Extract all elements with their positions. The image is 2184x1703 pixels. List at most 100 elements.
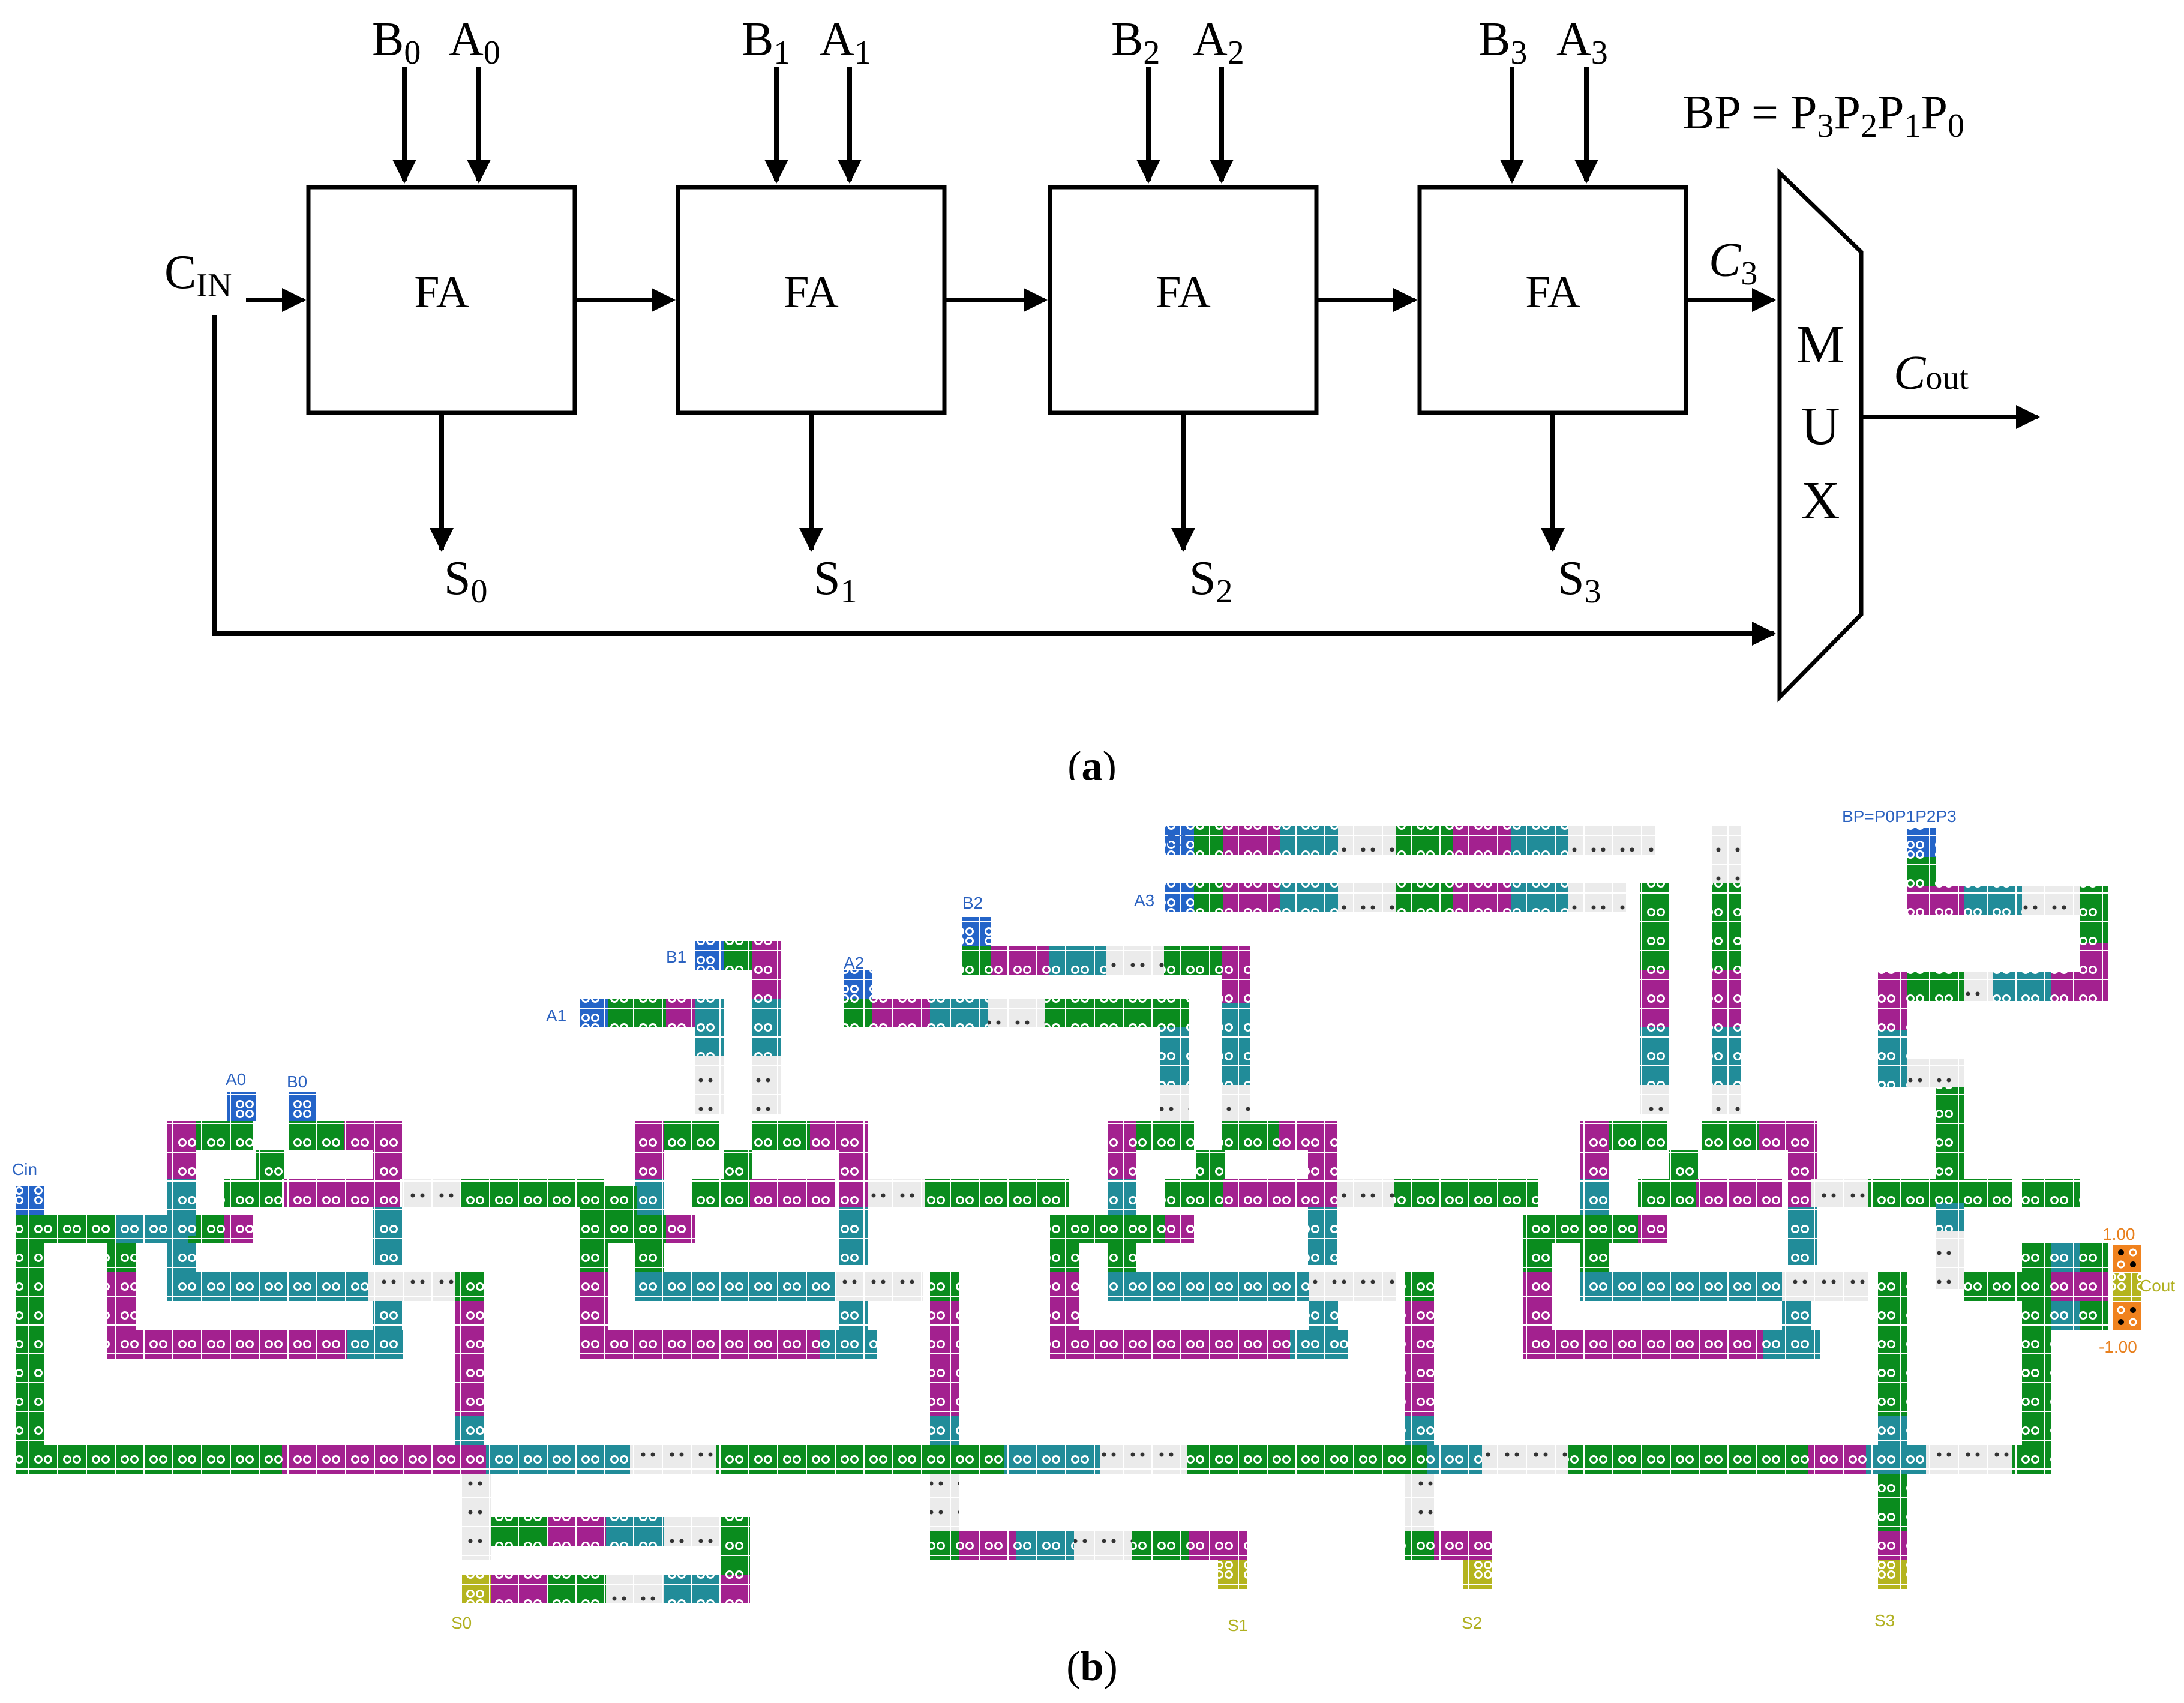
- qca-wire-segment: [1164, 946, 1222, 975]
- qca-wire-segment: [227, 1092, 256, 1121]
- qca-wire-segment: [1108, 1272, 1309, 1301]
- qca-wire-segment: [1811, 1272, 1868, 1301]
- qca-wire-segment: [721, 1517, 750, 1546]
- qca-wire-segment: [2113, 1273, 2141, 1301]
- qca-wire-segment: [167, 1121, 196, 1150]
- qca-wire-segment: [1050, 1272, 1079, 1330]
- qca-wire-segment: [1759, 1121, 1817, 1150]
- mux-block: M U X: [1777, 167, 1864, 703]
- qca-wire-segment: [1712, 970, 1741, 1027]
- qca-wire-segment: [839, 1301, 868, 1330]
- qca-wire-segment: [1223, 883, 1280, 912]
- qca-wire-segment: [1108, 1150, 1136, 1179]
- qca-wire-segment: [1194, 826, 1223, 855]
- qca-wire-segment: [1763, 1330, 1820, 1359]
- sum-arrows: [430, 413, 1565, 552]
- qca-wire-segment: [1696, 1179, 1782, 1207]
- qca-wire-segment: [1279, 1121, 1337, 1150]
- label-a3: A3: [1134, 891, 1154, 910]
- qca-wire-segment: [1712, 883, 1741, 912]
- qca-wire-segment: [1223, 1179, 1309, 1207]
- label-b2: B2: [1111, 13, 1160, 71]
- label-pol-top: 1.00: [2102, 1225, 2135, 1243]
- qca-wire-segment: [548, 1575, 606, 1603]
- qca-wire-segment: [1640, 912, 1669, 970]
- qca-wire-segment: [1366, 1179, 1394, 1207]
- qca-wire-segment: [695, 999, 724, 1027]
- qca-wire-segment: [1580, 1243, 1609, 1272]
- qca-wire-segment: [1568, 1445, 1808, 1474]
- qca-wire-segment: [839, 1207, 868, 1265]
- qca-wire-segment: [1523, 1330, 1763, 1359]
- qca-wire-segment: [630, 1445, 716, 1474]
- qca-wire-segment: [692, 1179, 750, 1207]
- qca-wire-segment: [930, 999, 988, 1027]
- qca-wire-segment: [107, 1272, 136, 1330]
- label-b2: B2: [962, 894, 983, 912]
- qca-wire-segment: [752, 941, 781, 970]
- label-b0: B0: [287, 1072, 307, 1091]
- qca-wire-segment: [1580, 1215, 1638, 1243]
- qca-wire-segment: [462, 1575, 491, 1603]
- qca-wire-segment: [1878, 1416, 1907, 1445]
- qca-wire-segment: [1907, 1059, 1964, 1087]
- qca-wire-segment: [1482, 1445, 1568, 1474]
- qca-wire-segment: [839, 1150, 868, 1179]
- label-s3: S3: [1558, 552, 1601, 610]
- qca-wire-segment: [1405, 1416, 1434, 1445]
- qca-wire-segment: [1405, 1531, 1434, 1560]
- mux-letter-u: U: [1801, 397, 1840, 456]
- qca-wire-segment: [752, 1056, 781, 1114]
- qca-wire-segment: [1638, 1215, 1667, 1243]
- qca-wire-segment: [1427, 1445, 1488, 1474]
- qca-wire-segment: [368, 1272, 397, 1301]
- qca-wire-segment: [1453, 826, 1511, 855]
- qca-wire-segment: [1523, 1243, 1552, 1272]
- qca-wire-segment: [1640, 883, 1669, 912]
- qca-wire-segment: [1223, 826, 1280, 855]
- fixed-cell-positive: [2113, 1245, 2141, 1272]
- qca-wire-segment: [347, 1330, 404, 1359]
- qca-wire-segment: [455, 1272, 484, 1301]
- label-s1: S1: [1228, 1616, 1248, 1635]
- qca-wire-segment: [1218, 1560, 1247, 1589]
- qca-wire-segment: [2051, 972, 2108, 1001]
- qca-wire-segment: [2022, 1179, 2080, 1207]
- qca-wire-segment: [1878, 1531, 1907, 1560]
- qca-wire-segment: [16, 1243, 44, 1474]
- qca-wire-segment: [606, 1517, 664, 1546]
- caption-b: (b): [1066, 1644, 1118, 1690]
- qca-wire-segment: [1580, 1150, 1609, 1179]
- label-s2: S2: [1189, 552, 1233, 610]
- qca-wire-segment: [1638, 1179, 1696, 1207]
- label-cout: Cout: [1894, 347, 1969, 400]
- label-c3: C3: [1709, 234, 1757, 292]
- label-a1: A1: [820, 13, 871, 71]
- qca-wire-segment: [724, 1150, 752, 1179]
- qca-wire-segment: [872, 999, 930, 1027]
- qca-wire-segment: [1165, 1179, 1223, 1207]
- qca-wire-segment: [1194, 883, 1223, 912]
- qca-wire-segment: [1878, 1001, 1907, 1030]
- qca-wire-segment: [1936, 1145, 1964, 1203]
- qca-wire-segment: [371, 1179, 400, 1207]
- qca-wire-segment: [664, 1517, 721, 1546]
- qca-wire-segment: [1609, 1121, 1667, 1150]
- qca-wire-segment: [1004, 1445, 1100, 1474]
- fa-block-2: FA: [1048, 185, 1319, 415]
- qca-wire-segment: [1568, 883, 1626, 912]
- qca-wire-segment: [1712, 1027, 1741, 1085]
- qca-wire-segment: [224, 1179, 282, 1207]
- qca-wire-segment: [1396, 826, 1453, 855]
- qca-wire-segment: [373, 1207, 402, 1236]
- qca-wire-segment: [2012, 1445, 2051, 1474]
- qca-wire-segment: [196, 1121, 253, 1150]
- qca-cell-layer: [16, 826, 2141, 1603]
- qca-wire-segment: [962, 946, 991, 975]
- qca-wire-segment: [1108, 1243, 1136, 1272]
- qca-wire-segment: [1290, 1330, 1348, 1359]
- qca-wire-segment: [635, 1243, 664, 1272]
- qca-wire-segment: [1196, 1150, 1225, 1179]
- qca-wire-segment: [1463, 1531, 1492, 1560]
- label-s1: S1: [814, 552, 857, 610]
